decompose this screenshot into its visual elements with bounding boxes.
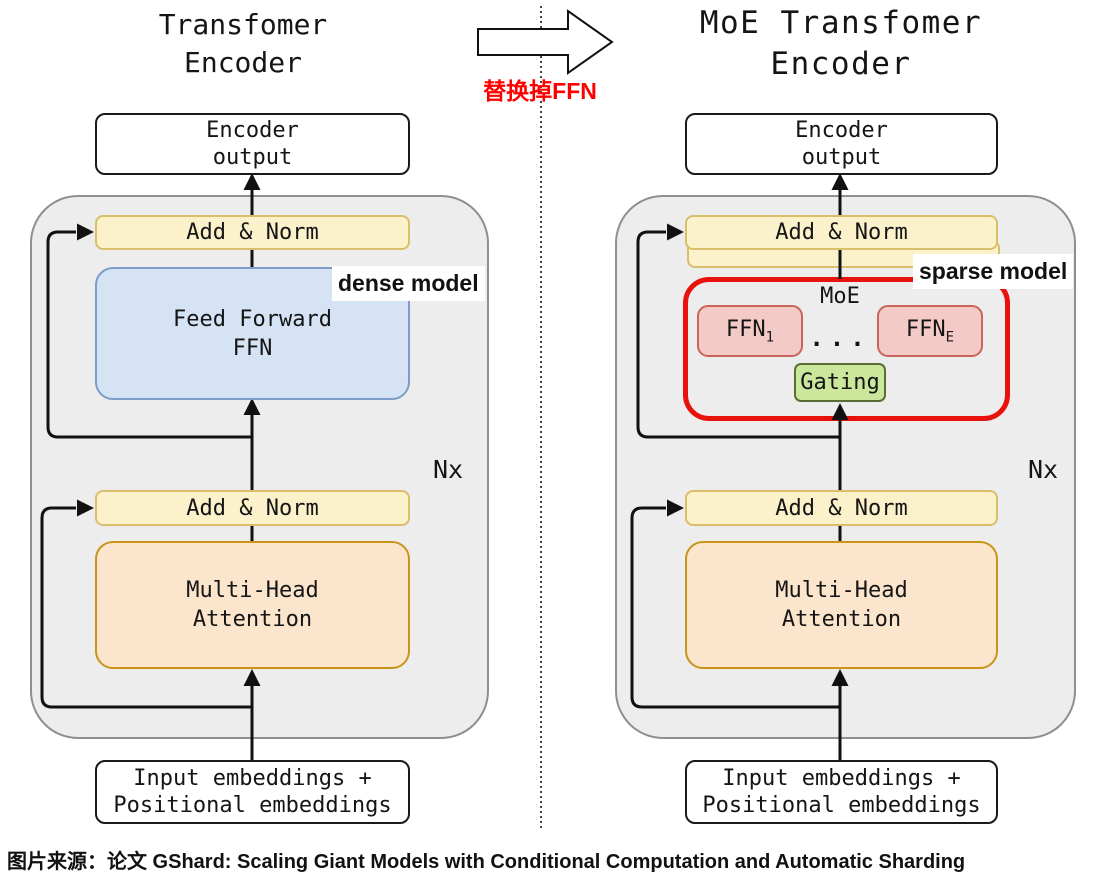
transform-arrow-icon xyxy=(477,9,614,75)
right-input-embeddings-box: Input embeddings + Positional embeddings xyxy=(685,760,998,824)
right-encoder-output-line2: output xyxy=(801,145,882,170)
dense-model-label: dense model xyxy=(332,266,485,301)
right-panel-title: MoE Transfomer Encoder xyxy=(641,3,1041,85)
ffn-expert-1-label: FFN1 xyxy=(726,317,774,345)
left-input-line1: Input embeddings + xyxy=(133,766,372,791)
left-ffn-line2: FFN xyxy=(232,335,273,361)
left-mha-line1: Multi-Head xyxy=(186,578,319,603)
right-encoder-output-box: Encoder output xyxy=(685,113,998,175)
right-nx-label: Nx xyxy=(1028,455,1059,484)
right-encoder-output-line1: Encoder xyxy=(795,118,888,143)
ffn-expert-1-subscript: 1 xyxy=(765,329,775,346)
sparse-model-label: sparse model xyxy=(913,254,1074,289)
expert-ellipsis: ... xyxy=(809,324,871,352)
left-add-norm-top-box: Add & Norm xyxy=(95,215,410,250)
left-nx-label: Nx xyxy=(433,455,464,484)
left-multi-head-attention-box: Multi-Head Attention xyxy=(95,541,410,669)
ffn-expert-1-box: FFN1 xyxy=(697,305,803,357)
left-mha-line2: Attention xyxy=(192,607,313,632)
left-title-line2: Encoder xyxy=(183,46,302,79)
right-title-line2: Encoder xyxy=(770,46,912,82)
right-add-norm-top-box: Add & Norm xyxy=(685,215,998,250)
gating-box: Gating xyxy=(794,363,886,402)
left-input-line2: Positional embeddings xyxy=(113,793,392,818)
moe-label: MoE xyxy=(820,284,860,309)
right-input-line2: Positional embeddings xyxy=(702,793,981,818)
right-arrowhead-output xyxy=(831,173,849,190)
right-mha-line2: Attention xyxy=(781,607,902,632)
left-arrowhead-output xyxy=(243,173,261,190)
left-ffn-line1: Feed Forward xyxy=(173,306,332,332)
left-encoder-output-box: Encoder output xyxy=(95,113,410,175)
image-source-caption: 图片来源：论文 GShard: Scaling Giant Models wit… xyxy=(7,851,966,873)
ffn-expert-e-text: FFN xyxy=(905,316,946,342)
right-input-line1: Input embeddings + xyxy=(722,766,961,791)
right-multi-head-attention-box: Multi-Head Attention xyxy=(685,541,998,669)
left-title-line1: Transfomer xyxy=(158,8,328,41)
ffn-expert-1-text: FFN xyxy=(725,316,766,342)
left-encoder-output-line1: Encoder xyxy=(206,118,299,143)
ffn-expert-e-label: FFNE xyxy=(906,317,954,345)
left-add-norm-bottom-box: Add & Norm xyxy=(95,490,410,526)
replace-ffn-note: 替换掉FFN xyxy=(483,78,597,104)
ffn-expert-e-subscript: E xyxy=(945,329,955,346)
ffn-expert-e-box: FFNE xyxy=(877,305,983,357)
left-encoder-output-line2: output xyxy=(212,145,293,170)
right-title-line1: MoE Transfomer xyxy=(699,5,983,41)
left-input-embeddings-box: Input embeddings + Positional embeddings xyxy=(95,760,410,824)
left-panel-title: Transfomer Encoder xyxy=(63,6,423,82)
right-add-norm-bottom-box: Add & Norm xyxy=(685,490,998,526)
right-mha-line1: Multi-Head xyxy=(775,578,908,603)
